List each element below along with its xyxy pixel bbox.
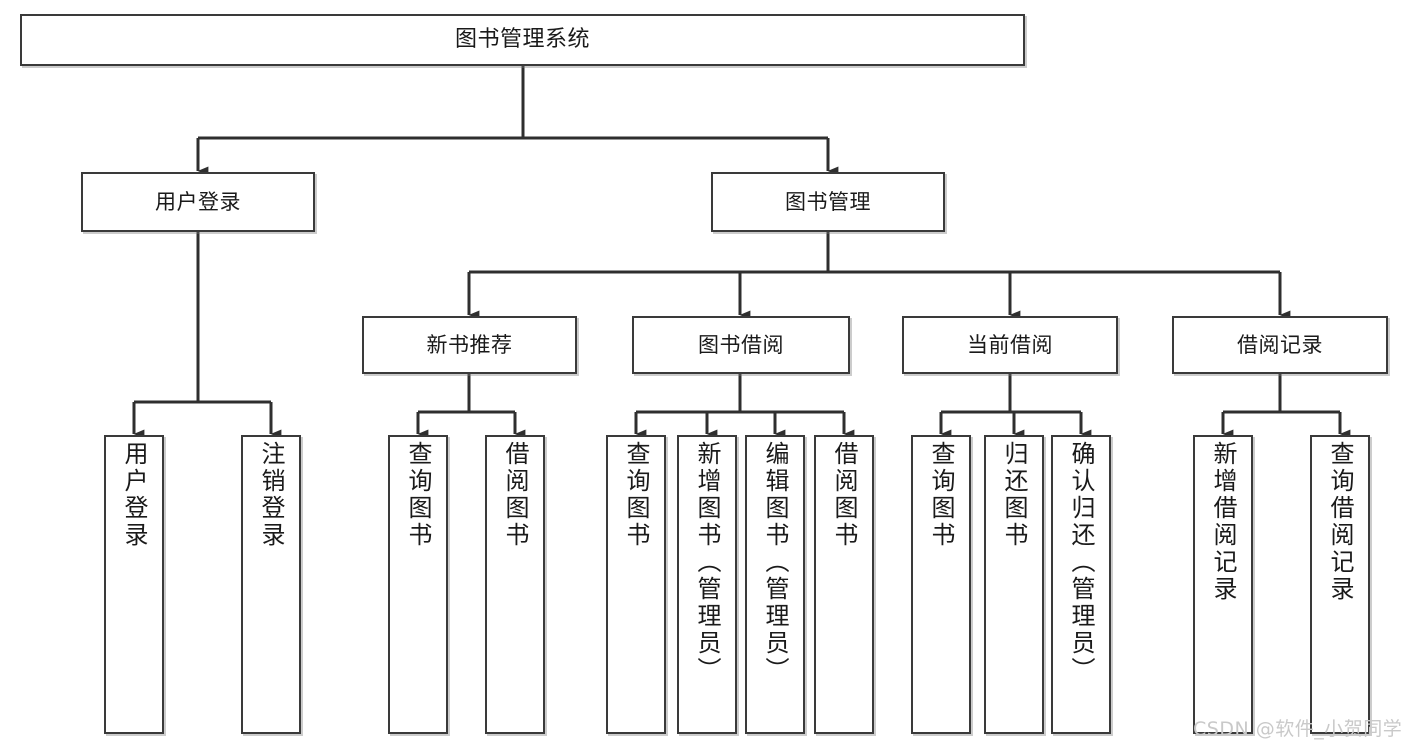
node-label: 确认归还（管理员） [1067,441,1095,684]
node-label: 用户登录 [120,441,148,549]
node-label: 编辑图书（管理员） [761,441,789,684]
node-label: 注销登录 [257,441,285,549]
node-label: 归还图书 [1000,441,1028,549]
node-leaf-add-record[interactable]: 新增借阅记录 [1193,435,1253,734]
node-current-borrow[interactable]: 当前借阅 [902,316,1118,374]
node-new-book-recommend[interactable]: 新书推荐 [362,316,577,374]
node-leaf-edit-book[interactable]: 编辑图书（管理员） [745,435,805,734]
node-label: 查询图书 [622,441,650,549]
node-leaf-user-login[interactable]: 用户登录 [104,435,164,734]
node-book-manage[interactable]: 图书管理 [711,172,945,232]
node-label: 查询图书 [404,441,432,549]
node-leaf-query-book-3[interactable]: 查询图书 [911,435,971,734]
node-book-borrow[interactable]: 图书借阅 [632,316,850,374]
node-label: 新增借阅记录 [1209,441,1237,603]
node-label: 查询图书 [927,441,955,549]
node-leaf-query-record[interactable]: 查询借阅记录 [1310,435,1370,734]
csdn-watermark: CSDN @软件_小贺同学 [1193,718,1403,740]
node-root[interactable]: 图书管理系统 [20,14,1025,66]
node-user-login[interactable]: 用户登录 [81,172,315,232]
node-label: 借阅图书 [501,441,529,549]
node-label: 图书管理系统 [454,27,590,53]
node-leaf-query-book-2[interactable]: 查询图书 [606,435,666,734]
node-leaf-borrow-book-1[interactable]: 借阅图书 [485,435,545,734]
node-label: 新增图书（管理员） [693,441,721,684]
node-leaf-confirm-return[interactable]: 确认归还（管理员） [1051,435,1111,734]
node-leaf-borrow-book-2[interactable]: 借阅图书 [814,435,874,734]
node-label: 新书推荐 [426,332,513,357]
node-label: 借阅记录 [1237,332,1323,357]
node-leaf-return-book[interactable]: 归还图书 [984,435,1044,734]
node-label: 查询借阅记录 [1326,441,1354,603]
node-label: 当前借阅 [967,332,1053,357]
node-label: 图书管理 [785,189,871,214]
node-leaf-add-book[interactable]: 新增图书（管理员） [677,435,737,734]
node-leaf-logout[interactable]: 注销登录 [241,435,301,734]
node-borrow-record[interactable]: 借阅记录 [1172,316,1388,374]
node-label: 用户登录 [155,189,241,214]
node-label: 图书借阅 [698,332,784,357]
node-label: 借阅图书 [830,441,858,549]
node-leaf-query-book-1[interactable]: 查询图书 [388,435,448,734]
